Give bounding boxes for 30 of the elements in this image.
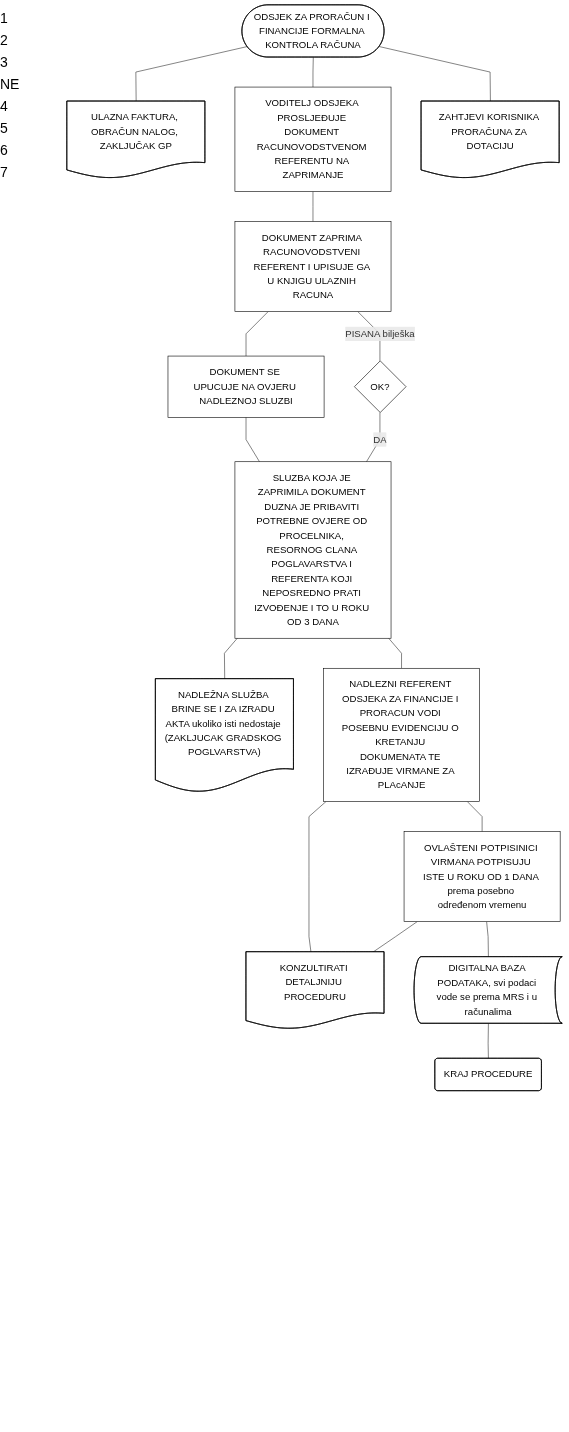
- connector: [388, 637, 402, 669]
- connector: [487, 1023, 489, 1059]
- note-label: NE: [0, 76, 21, 92]
- connector: [224, 637, 238, 680]
- connector: [486, 921, 489, 958]
- edge-label: PISANA bilješka: [345, 328, 415, 339]
- edge-label: DA: [373, 434, 387, 445]
- step-number: 5: [0, 120, 9, 136]
- node-box: NADLEZNI REFERENT ODSJEKA ZA FINANCIJE I PRORACUN VODI POSEBNU EVIDENCIJU O KRETANJU DOKUMENATA TE IZRAĐUJE VIRMANE ZA PLAcANJE: [323, 668, 480, 802]
- node-box: OVLAŠTENI POTPISINICI VIRMANA POTPISUJU ISTE U ROKU OD 1 DANA prema posebno određenom vremenu: [403, 831, 561, 922]
- step-number: 2: [0, 32, 9, 48]
- step-number: 6: [0, 142, 9, 158]
- step-number: 7: [0, 164, 9, 180]
- step-number: 1: [0, 10, 9, 26]
- connector: [312, 191, 314, 222]
- connector: [312, 57, 314, 88]
- node-box: DOKUMENT ZAPRIMA RACUNOVODSTVENI REFERENT I UPISUJE GA U KNJIGU ULAZNIH RACUNA: [234, 221, 392, 312]
- connector: [135, 46, 248, 102]
- node-box: SLUZBA KOJA JE ZAPRIMILA DOKUMENT DUZNA JE PRIBAVITI POTREBNE OVJERE OD PROCELNIKA, RESORNOG CLANA POGLAVARSTVA I REFERENTA KOJI NEPOSREDNO PRATI IZVOĐENJE I TO U ROKU OD 3 DANA: [234, 461, 392, 639]
- step-number: 4: [0, 98, 9, 114]
- node-diamond: OK?: [354, 360, 407, 413]
- connector: [245, 311, 269, 357]
- connector: [245, 417, 260, 463]
- node-box: DOKUMENT SE UPUCUJE NA OVJERU NADLEZNOJ SLUZBI: [167, 355, 325, 418]
- connector: [308, 801, 327, 953]
- connector: [372, 921, 418, 953]
- step-number: 3: [0, 54, 9, 70]
- node-box: VODITELJ ODSJEKA PROSLJEĐUJE DOKUMENT RACUNOVODSTVENOM REFERENTU NA ZAPRIMANJE: [234, 86, 392, 192]
- connector: [467, 801, 483, 832]
- connector: [379, 46, 491, 102]
